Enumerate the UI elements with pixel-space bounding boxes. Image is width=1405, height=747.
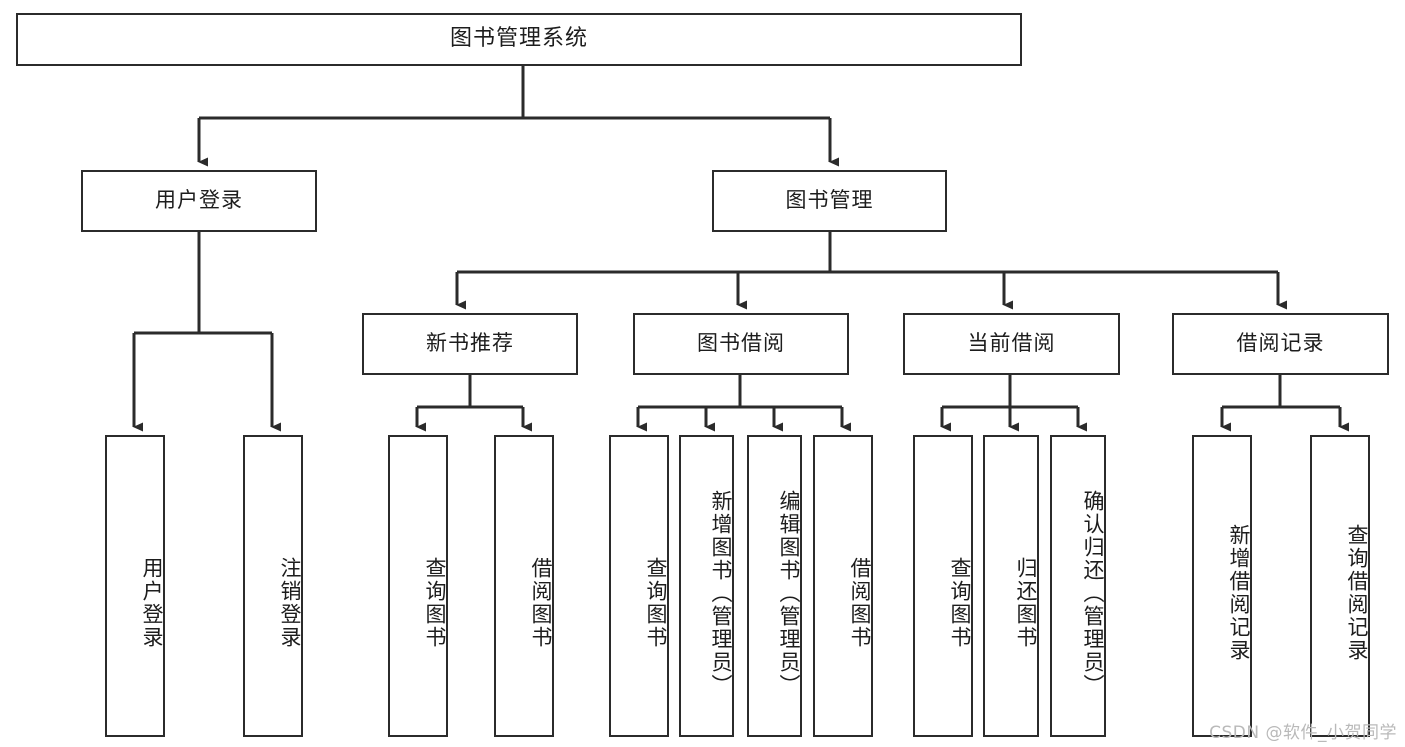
- node-book-management[interactable]: 图书管理: [712, 170, 947, 232]
- leaf-book-borrow-edit-admin[interactable]: 编辑图书（管理员）: [747, 435, 802, 737]
- leaf-book-borrow-borrow[interactable]: 借阅图书: [813, 435, 873, 737]
- leaf-current-borrow-confirm-admin[interactable]: 确认归还（管理员）: [1050, 435, 1106, 737]
- leaf-current-borrow-query[interactable]: 查询图书: [913, 435, 973, 737]
- leaf-new-book-borrow[interactable]: 借阅图书: [494, 435, 554, 737]
- leaf-new-book-query[interactable]: 查询图书: [388, 435, 448, 737]
- leaf-borrow-record-query[interactable]: 查询借阅记录: [1310, 435, 1370, 737]
- leaf-current-borrow-return[interactable]: 归还图书: [983, 435, 1039, 737]
- node-current-borrow[interactable]: 当前借阅: [903, 313, 1120, 375]
- leaf-borrow-record-add[interactable]: 新增借阅记录: [1192, 435, 1252, 737]
- node-new-book-recommend[interactable]: 新书推荐: [362, 313, 578, 375]
- leaf-user-login-logout[interactable]: 注销登录: [243, 435, 303, 737]
- node-borrow-record[interactable]: 借阅记录: [1172, 313, 1389, 375]
- node-root-system[interactable]: 图书管理系统: [16, 13, 1022, 66]
- leaf-user-login-login[interactable]: 用户登录: [105, 435, 165, 737]
- node-user-login[interactable]: 用户登录: [81, 170, 317, 232]
- node-book-borrow[interactable]: 图书借阅: [633, 313, 849, 375]
- leaf-book-borrow-query[interactable]: 查询图书: [609, 435, 669, 737]
- leaf-book-borrow-add-admin[interactable]: 新增图书（管理员）: [679, 435, 734, 737]
